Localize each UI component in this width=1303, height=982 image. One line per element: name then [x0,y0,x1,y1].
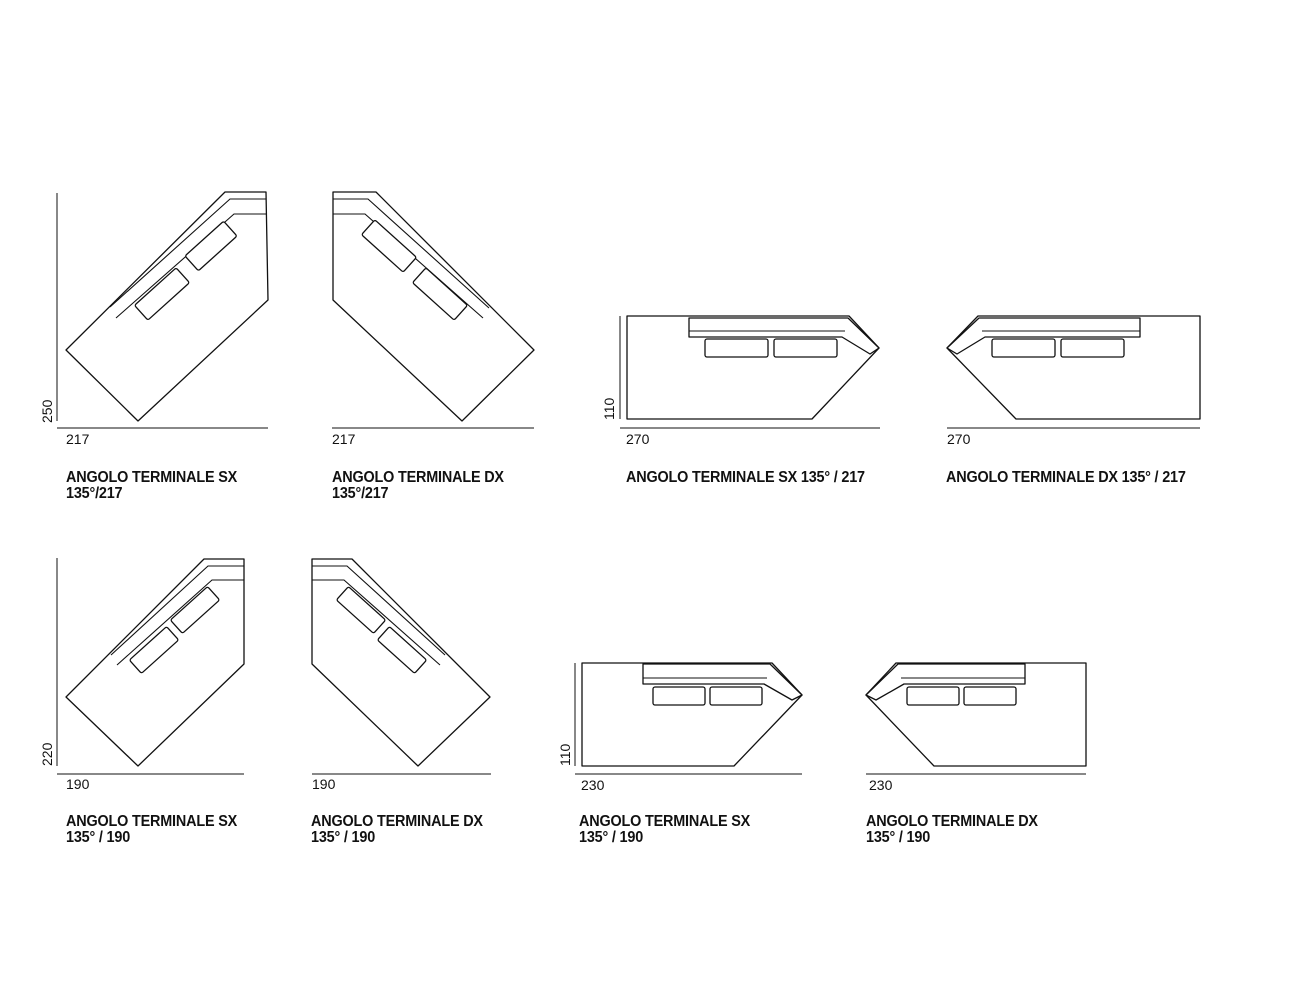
module-drawing-a: 217 250 [39,191,269,447]
module-name: ANGOLO TERMINALE SX 135° / 217 [626,469,865,486]
module-name: ANGOLO TERMINALE DX 135° / 217 [946,469,1186,486]
width-value: 217 [66,431,90,447]
module-caption-e: ANGOLO TERMINALE SX 135° / 190 [66,814,237,846]
module-drawing-e: 190 220 [39,558,245,792]
module-name: ANGOLO TERMINALE DX [332,469,504,486]
seat-outline [311,558,491,767]
module-caption-h: ANGOLO TERMINALE DX 135° / 190 [866,814,1038,846]
seat-outline [65,191,269,422]
module-spec: 135° / 190 [311,829,376,846]
width-value: 217 [332,431,356,447]
cushion [377,626,427,674]
width-value: 230 [869,777,893,793]
cushion [709,686,763,706]
backrest [110,565,244,666]
backrest [946,317,1141,355]
cushion [412,268,468,320]
backrest [109,198,266,319]
cushion [991,338,1056,358]
cushion [336,586,386,634]
height-value: 110 [601,397,617,420]
module-caption-b: ANGOLO TERMINALE DX 135°/217 [332,470,504,502]
cushion [1060,338,1125,358]
module-drawing-b: 217 [332,191,535,447]
module-drawing-f: 190 [311,558,491,792]
module-name: ANGOLO TERMINALE DX [866,813,1038,830]
module-spec: 135° / 190 [866,829,931,846]
cushion [704,338,769,358]
module-caption-d: ANGOLO TERMINALE DX 135° / 217 [946,470,1186,486]
backrest [865,663,1026,701]
module-drawing-d: 270 [946,315,1201,447]
height-value: 250 [39,399,55,423]
backrest [312,565,446,666]
backrest [688,317,880,355]
module-caption-g: ANGOLO TERMINALE SX 135° / 190 [579,814,750,846]
height-value: 110 [557,743,573,766]
width-value: 230 [581,777,605,793]
module-caption-c: ANGOLO TERMINALE SX 135° / 217 [626,470,865,486]
module-name: ANGOLO TERMINALE DX [311,813,483,830]
width-value: 190 [66,776,90,792]
cushion [963,686,1017,706]
module-spec: 135° / 190 [66,829,131,846]
height-value: 220 [39,742,55,766]
seat-outline [65,558,245,767]
module-name: ANGOLO TERMINALE SX [66,469,238,486]
cushion [361,220,417,272]
module-caption-a: ANGOLO TERMINALE SX 135°/217 [66,470,237,502]
width-value: 270 [626,431,650,447]
module-name: ANGOLO TERMINALE SX [579,813,751,830]
cushion [185,221,237,271]
module-drawing-c: 270 110 [601,315,880,447]
cushion [773,338,838,358]
module-caption-f: ANGOLO TERMINALE DX 135° / 190 [311,814,483,846]
cushion [906,686,960,706]
module-drawing-g: 230 110 [557,662,803,793]
seat-outline [332,191,535,422]
module-spec: 135°/217 [332,485,389,502]
width-value: 190 [312,776,336,792]
module-spec: 135° / 190 [579,829,644,846]
backrest [642,663,803,701]
cushion [129,626,179,674]
cushion [134,268,190,320]
width-value: 270 [947,431,971,447]
module-drawing-h: 230 [865,662,1087,793]
cushion [170,586,220,634]
module-name: ANGOLO TERMINALE SX [66,813,238,830]
cushion [652,686,706,706]
module-spec: 135°/217 [66,485,123,502]
